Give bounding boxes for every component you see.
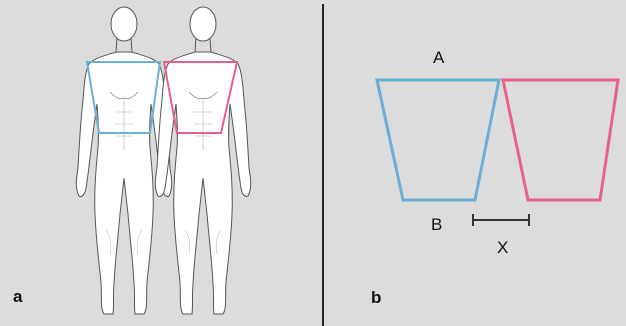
- panel-b-letter: b: [371, 288, 381, 307]
- panel-b: A B X b: [325, 0, 626, 326]
- label-a: A: [433, 48, 445, 67]
- label-x: X: [497, 238, 508, 257]
- pink-trapezoid: [503, 80, 618, 200]
- panel-a: a: [0, 0, 323, 326]
- label-b: B: [431, 215, 442, 234]
- panel-a-letter: a: [13, 287, 23, 306]
- panel-b-diagram: A B X b: [325, 0, 626, 326]
- blue-trapezoid: [377, 80, 499, 200]
- panel-divider: [322, 4, 324, 326]
- panel-a-illustration: a: [0, 0, 323, 326]
